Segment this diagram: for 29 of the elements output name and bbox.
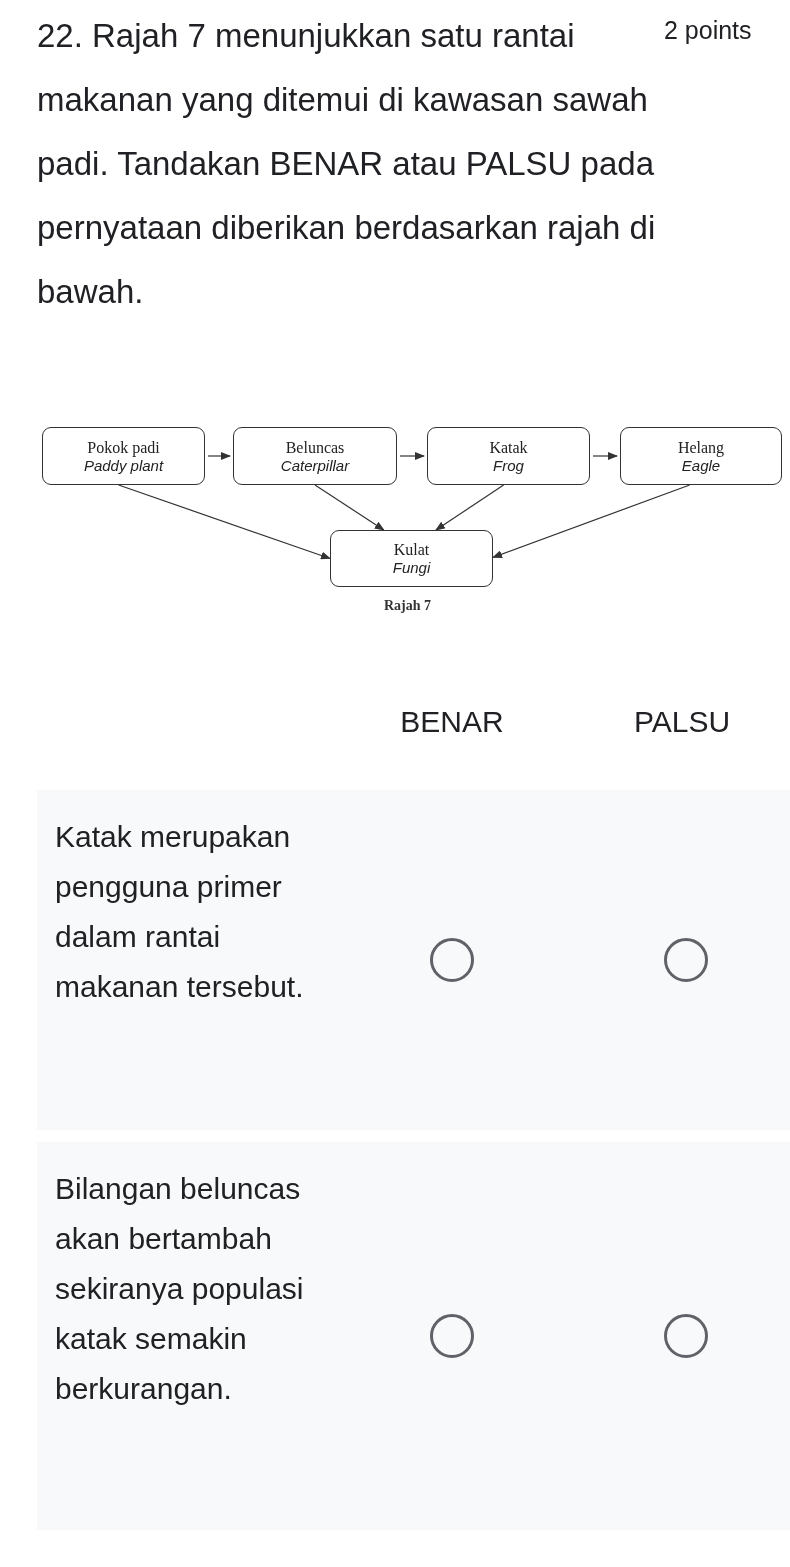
figure-caption: Rajah 7 — [384, 598, 432, 614]
statement-text: Bilangan beluncas akan bertambah sekiranya populasi katak semakin berkurangan. — [55, 1171, 305, 1407]
node-translation: Eagle — [681, 456, 721, 475]
node-name: Kulat — [393, 540, 430, 559]
column-header: BENAR — [400, 705, 504, 739]
node-name: Katak — [489, 437, 528, 457]
node-translation: Caterpillar — [280, 456, 350, 475]
arrow — [435, 484, 505, 531]
node-name: Beluncas — [285, 437, 345, 457]
arrow — [207, 452, 231, 460]
question-text: 22. Rajah 7 menunjukkan satu rantai makanan yang ditemui di kawasan sawah padi. Tandakan BENAR atau PALSU pada pernyataan diberikan berdasarkan rajah di bawah. — [37, 16, 657, 312]
node-name: Helang — [677, 437, 725, 457]
node-translation: Fungi — [392, 559, 431, 577]
process-box — [427, 427, 590, 485]
node-translation: Paddy plant — [83, 456, 164, 475]
node-translation: Frog — [493, 456, 524, 475]
points-label: 2 points — [664, 16, 752, 45]
process-box — [620, 427, 782, 485]
arrow — [399, 452, 425, 460]
arrow — [314, 484, 385, 531]
column-header: PALSU — [633, 705, 731, 739]
arrow — [492, 484, 691, 558]
process-box — [330, 530, 493, 587]
process-box — [42, 427, 205, 485]
statement-text: Katak merupakan pengguna primer dalam rantai makanan tersebut. — [55, 819, 305, 1005]
process-box — [233, 427, 397, 485]
arrow — [118, 484, 331, 560]
node-name: Pokok padi — [87, 437, 160, 457]
arrow — [592, 452, 618, 460]
